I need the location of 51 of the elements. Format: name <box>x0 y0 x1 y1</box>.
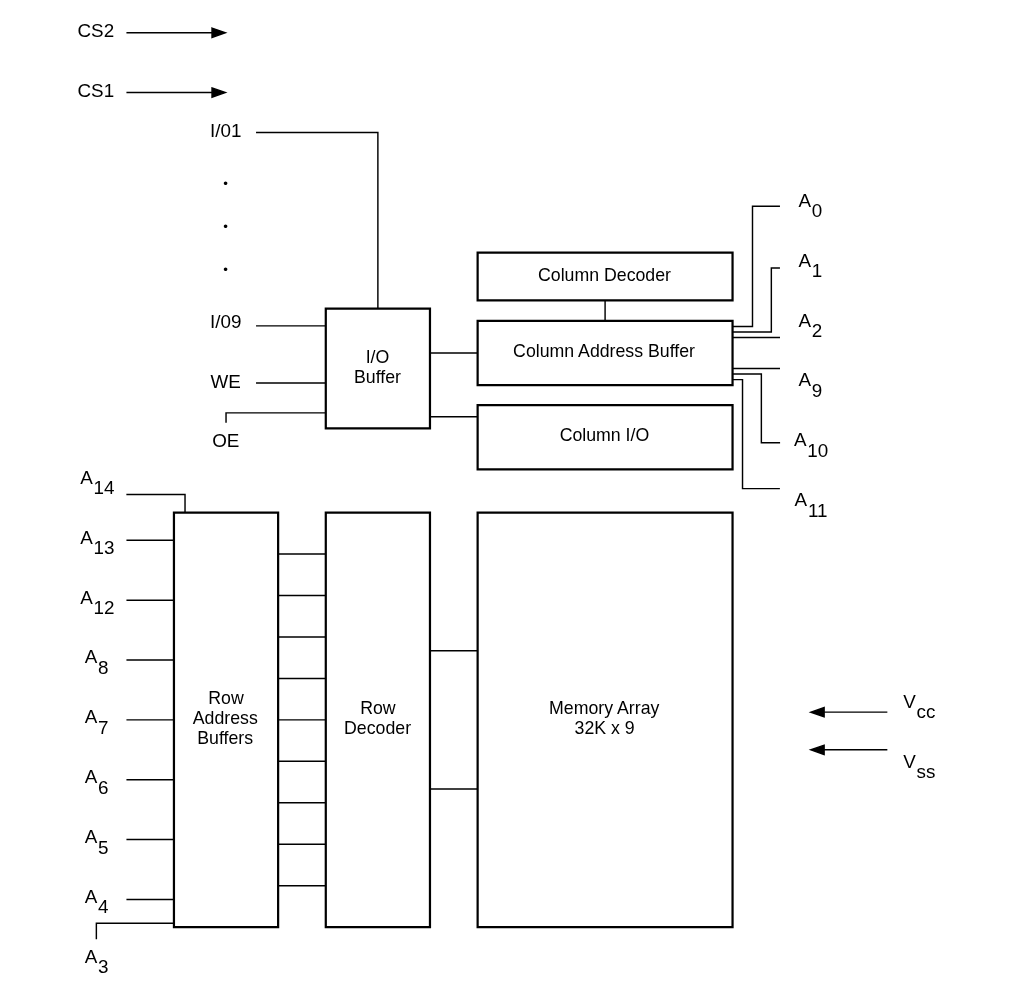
connector <box>125 838 174 841</box>
node-box: Memory Array 32K x 9 <box>476 511 734 929</box>
connector <box>731 205 781 328</box>
connector <box>125 539 174 542</box>
connector <box>277 677 326 680</box>
node-text: CS1 <box>77 80 114 102</box>
node-text: CS2 <box>77 20 114 42</box>
connector <box>603 300 606 322</box>
connector <box>125 779 174 781</box>
connector <box>125 493 186 514</box>
node-text: OE <box>211 430 239 452</box>
node-box: I/O Buffer <box>324 307 431 430</box>
connector <box>125 719 174 721</box>
connector <box>428 788 478 790</box>
connector <box>731 378 781 490</box>
node-text: I/01 <box>209 120 241 142</box>
label: • <box>222 175 228 191</box>
node-box: Column Address Buffer <box>476 319 734 387</box>
connector <box>277 636 326 638</box>
node-text: I/09 <box>209 310 241 332</box>
connector <box>125 898 174 901</box>
arrow <box>125 27 227 39</box>
connector <box>277 843 326 845</box>
connector <box>731 336 781 339</box>
node-box: Row Decoder <box>324 511 431 929</box>
connector <box>277 884 326 887</box>
connector <box>428 650 478 652</box>
label: • <box>222 262 228 278</box>
connector <box>125 659 174 661</box>
connector <box>731 367 781 370</box>
connector <box>254 382 326 384</box>
connector <box>428 352 478 354</box>
connector <box>277 802 326 804</box>
connector <box>428 416 478 418</box>
connector <box>125 599 174 601</box>
node-box: Column I/O <box>476 404 734 471</box>
arrow <box>808 744 888 756</box>
label: • <box>222 219 228 235</box>
arrow <box>125 86 227 99</box>
arrow <box>808 706 888 718</box>
connector <box>254 325 326 327</box>
connector <box>277 553 326 555</box>
node-box: Row Address Buffers <box>172 511 279 929</box>
node-text: WE <box>210 370 241 392</box>
connector <box>254 131 379 310</box>
connector <box>95 922 174 940</box>
connector <box>277 719 326 721</box>
connector <box>731 373 781 444</box>
node-box: Column Decoder <box>476 251 734 302</box>
connector <box>277 594 326 597</box>
connector <box>277 760 326 763</box>
